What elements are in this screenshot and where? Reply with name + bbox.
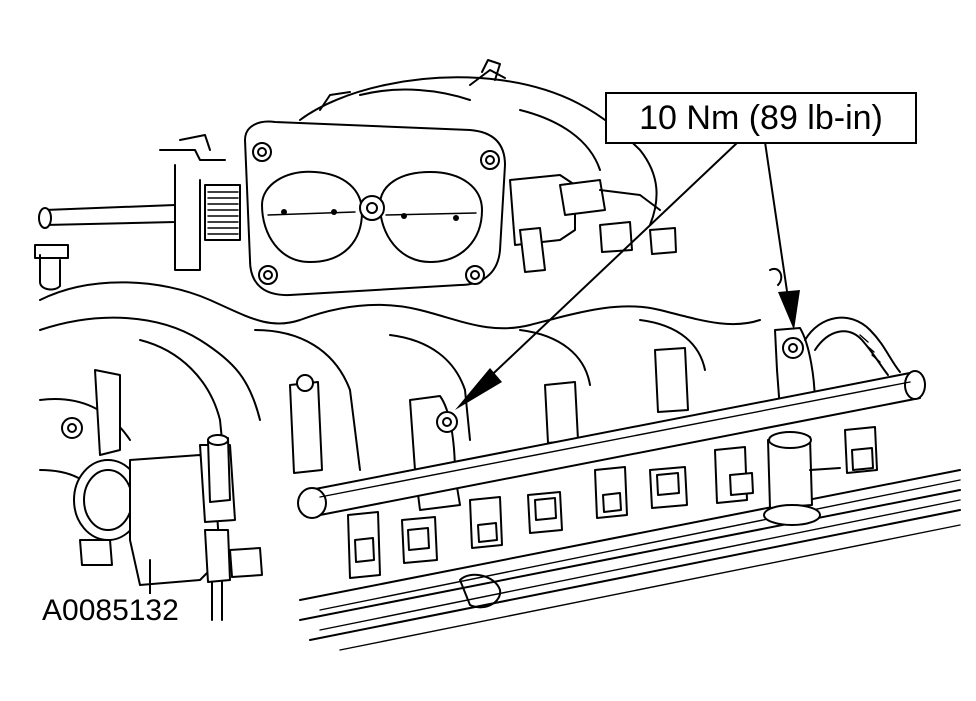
fuel-pressure-damper bbox=[763, 431, 841, 526]
breather-tube bbox=[34, 204, 176, 291]
fuel-rail bbox=[297, 370, 926, 519]
callout-arrow-left bbox=[455, 141, 739, 410]
fuel-rail-bolt-left bbox=[436, 411, 458, 433]
manifold-base bbox=[299, 469, 961, 651]
fuel-injector bbox=[469, 496, 503, 549]
fuel-injector bbox=[844, 426, 878, 474]
fuel-supply-line bbox=[769, 267, 901, 376]
fuel-injector bbox=[649, 466, 688, 509]
callout-arrow-right bbox=[764, 141, 800, 330]
torque-callout-label: 10 Nm (89 lb-in) bbox=[605, 92, 917, 144]
throttle-position-sensor bbox=[509, 174, 677, 273]
connector-left bbox=[204, 529, 263, 621]
figure-id-label: A0085132 bbox=[38, 594, 183, 628]
fuel-injectors bbox=[347, 426, 878, 579]
fuel-injector bbox=[594, 466, 628, 519]
lower-intake-manifold bbox=[39, 281, 761, 501]
fuel-injector bbox=[347, 511, 381, 579]
upper-intake-plenum bbox=[299, 59, 658, 226]
fuel-rail-bolt-right bbox=[782, 337, 804, 359]
throttle-body bbox=[159, 120, 506, 297]
fuel-injector bbox=[527, 491, 563, 534]
fuel-injector bbox=[714, 446, 754, 504]
fuel-injector bbox=[401, 516, 438, 564]
